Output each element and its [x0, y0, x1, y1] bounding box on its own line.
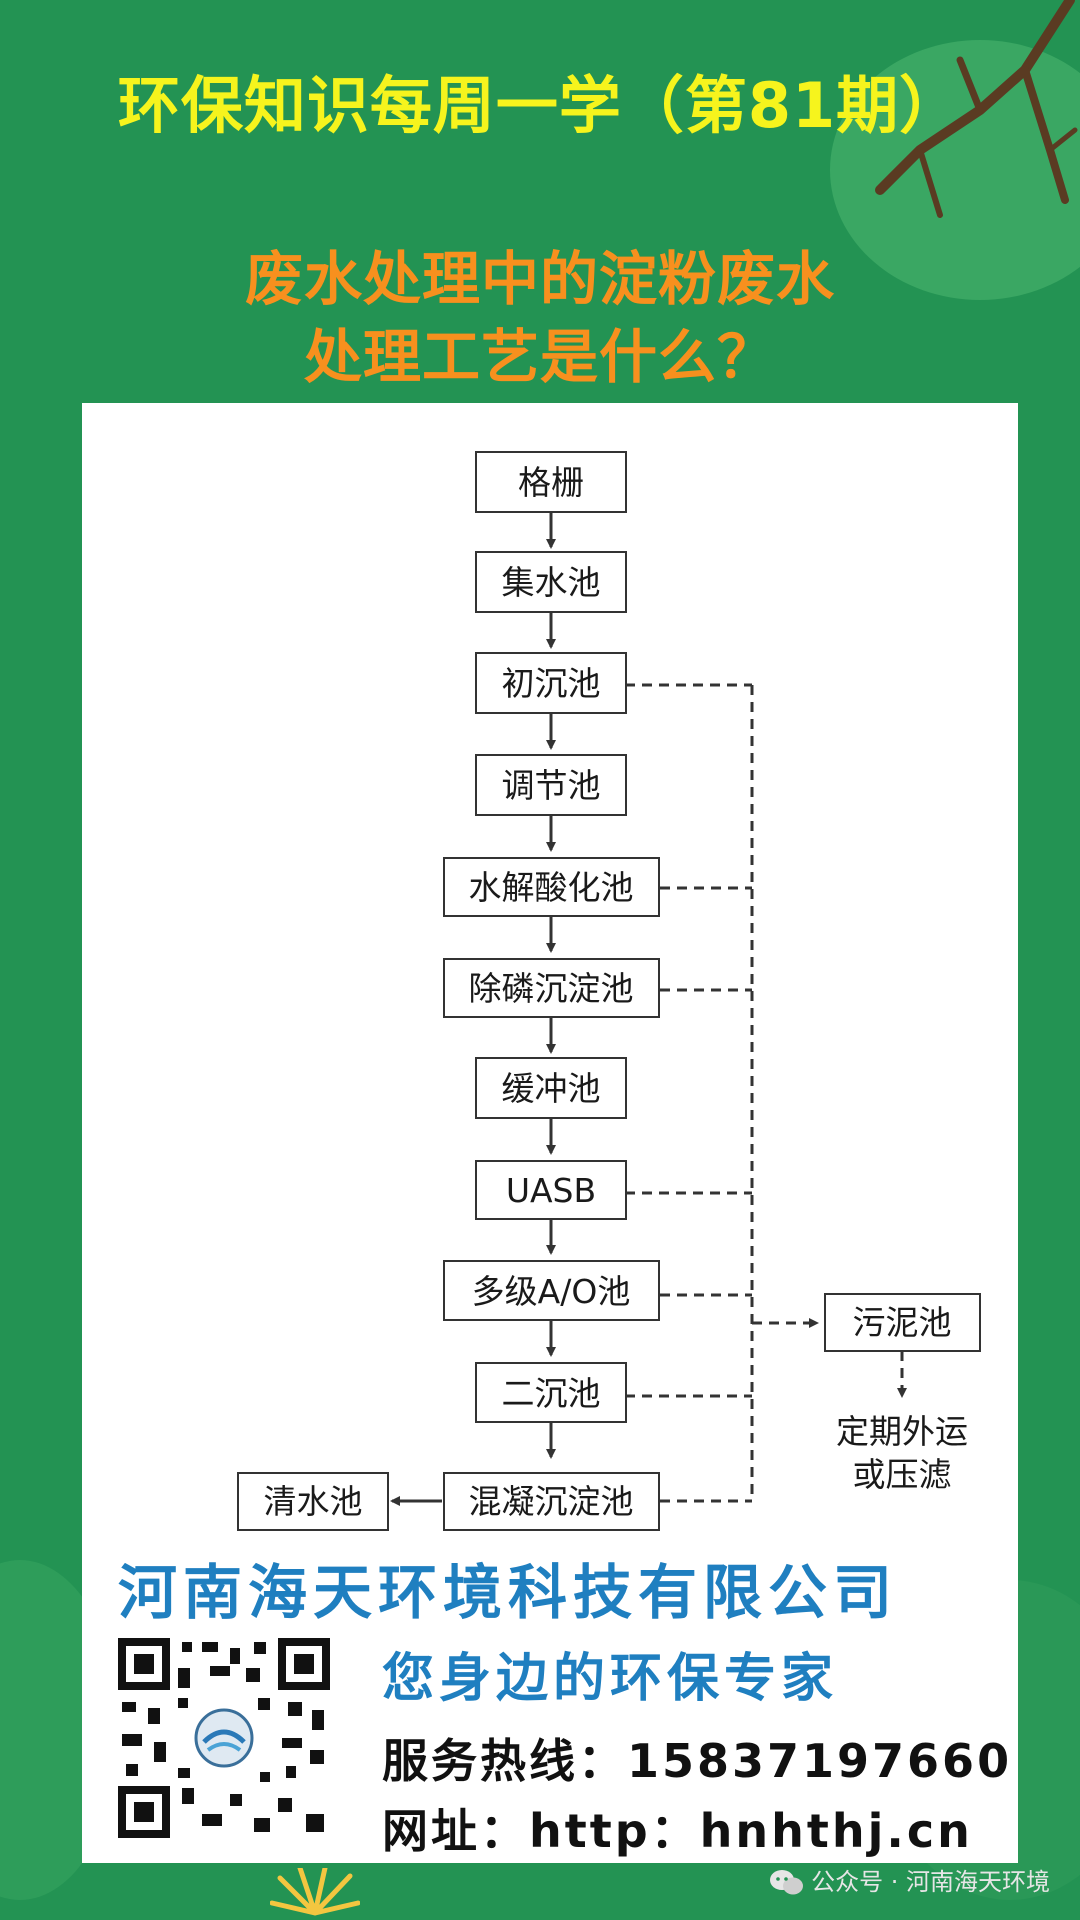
sludge-disposal-line1: 定期外运	[836, 1412, 968, 1451]
question-line-2: 处理工艺是什么？	[303, 323, 776, 391]
leaf-cluster	[270, 1868, 360, 1916]
step-collection-tank: 集水池	[475, 551, 627, 613]
step-label: 初沉池	[502, 664, 601, 703]
step-hydrolysis-acidification: 水解酸化池	[443, 857, 660, 917]
step-label: 除磷沉淀池	[469, 969, 634, 1008]
flow-arrows	[390, 512, 556, 1506]
step-grille: 格栅	[475, 451, 627, 513]
step-buffer-tank: 缓冲池	[475, 1057, 627, 1119]
step-primary-sedimentation: 初沉池	[475, 652, 627, 714]
process-flowchart: 格栅 集水池 初沉池 调节池 水解酸化池	[237, 451, 981, 1531]
step-label: 缓冲池	[502, 1069, 601, 1108]
sludge-lines	[625, 683, 907, 1503]
step-label: 多级A/O池	[472, 1272, 631, 1311]
step-multistage-ao: 多级A/O池	[443, 1260, 660, 1321]
main-steps: 格栅 集水池 初沉池 调节池 水解酸化池	[443, 451, 660, 1531]
clear-water-tank: 清水池	[237, 1472, 389, 1531]
step-phosphorus-removal: 除磷沉淀池	[443, 958, 660, 1018]
wechat-icon	[770, 1870, 804, 1895]
tree-branch	[875, 0, 1078, 218]
watermark-text: 公众号 · 河南海天环境	[811, 1868, 1050, 1896]
watermark: 公众号 · 河南海天环境	[769, 1862, 1050, 1897]
qr-code	[118, 1638, 330, 1838]
sludge-tank-label: 污泥池	[853, 1303, 952, 1342]
content-panel: 格栅 集水池 初沉池 调节池 水解酸化池	[82, 403, 1018, 1863]
clear-water-label: 清水池	[264, 1482, 363, 1521]
step-label: 调节池	[502, 766, 601, 805]
question-line-1: 废水处理中的淀粉废水	[244, 245, 835, 313]
step-equalization-tank: 调节池	[475, 754, 627, 816]
sludge-tank: 污泥池	[824, 1293, 981, 1352]
step-uasb: UASB	[475, 1160, 627, 1220]
company-slogan: 您身边的环保专家	[382, 1649, 839, 1709]
step-label: UASB	[506, 1171, 596, 1210]
step-label: 集水池	[502, 563, 601, 602]
page-title: 环保知识每周一学（第81期）	[117, 69, 963, 142]
sludge-disposal-line2: 或压滤	[853, 1455, 952, 1494]
background-hill	[830, 40, 1080, 300]
company-name: 河南海天环境科技有限公司	[118, 1558, 899, 1627]
step-label: 二沉池	[502, 1374, 601, 1413]
step-label: 水解酸化池	[469, 868, 634, 907]
service-hotline: 服务热线：15837197660	[382, 1734, 1013, 1788]
step-coagulation-sedimentation: 混凝沉淀池	[443, 1472, 660, 1531]
website-url: 网址：http：hnhthj.cn	[382, 1804, 973, 1858]
step-label: 混凝沉淀池	[469, 1482, 634, 1521]
step-secondary-sedimentation: 二沉池	[475, 1362, 627, 1423]
step-label: 格栅	[518, 463, 584, 502]
